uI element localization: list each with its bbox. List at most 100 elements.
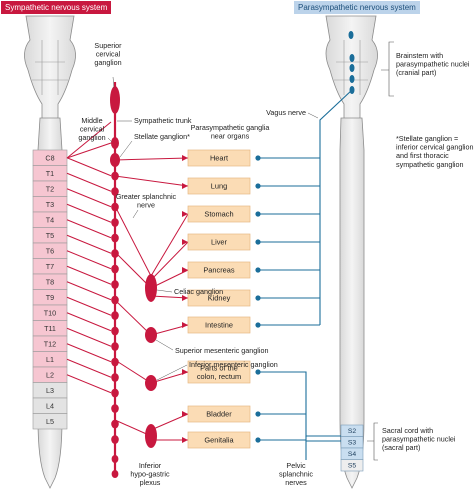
middle-cervical-ganglion-node (111, 137, 119, 149)
leader-line (132, 209, 139, 219)
leader-line (155, 339, 174, 351)
trunk-ganglion (111, 187, 119, 196)
sacral-segment-label: S5 (348, 463, 357, 470)
prevertebral-ganglia (145, 274, 157, 448)
para-ganglion-dot (255, 411, 261, 417)
sympathetic-fiber (114, 419, 152, 437)
sympathetic-fiber (66, 203, 112, 223)
stellate-note: *Stellate ganglion =inferior cervical ga… (396, 134, 474, 169)
sacral-segment-label: S2 (348, 428, 357, 435)
trunk-ganglion (111, 280, 119, 289)
cord-segment-label: T10 (44, 308, 56, 317)
sympathetic-fiber (66, 157, 112, 177)
cord-segment-label: L4 (46, 401, 54, 410)
para-ganglion-dot (255, 322, 261, 328)
para-ganglion-dot (255, 211, 261, 217)
sacral-segment (340, 459, 364, 472)
sympathetic-fiber (114, 251, 152, 289)
cord-segment-label: T9 (46, 293, 54, 302)
organ-label: Genitalia (204, 436, 234, 445)
para-ganglion-dot (255, 267, 261, 273)
sympathetic-fiber (150, 269, 189, 289)
sympathetic-fiber (66, 296, 112, 316)
organ-label: Stomach (204, 210, 233, 219)
cord-segment (32, 413, 68, 430)
organ-label: Liver (211, 238, 228, 247)
sympathetic-arrow (182, 239, 188, 245)
sympathetic-fiber (66, 281, 112, 301)
cord-segment-label: T5 (46, 231, 54, 240)
trunk-ganglion (111, 419, 119, 429)
sympathetic-fiber (66, 142, 112, 159)
cranial-nucleus (348, 31, 354, 39)
cord-segment-label: T12 (44, 339, 56, 348)
brainstem-bracket (381, 41, 394, 97)
trunk-ganglion (111, 326, 119, 336)
organ-label: Kidney (208, 294, 231, 303)
sympathetic-arrow (182, 211, 188, 217)
inferior-mesenteric-label: Inferior mesenteric ganglion (189, 360, 278, 369)
parasympathetic-fiber (319, 89, 353, 325)
sympathetic-trunk-label: Sympathetic trunk (134, 116, 192, 125)
organ-label: Bladder (206, 410, 232, 419)
sympathetic-fiber (114, 205, 189, 277)
leader-line (119, 140, 133, 158)
stellate-ganglion-label: Stellate ganglion* (134, 132, 190, 141)
sympathetic-fiber (66, 265, 112, 285)
sympathetic-fiber (66, 172, 112, 192)
sympathetic-fiber (150, 241, 189, 281)
sympathetic-fiber (150, 413, 189, 431)
sympathetic-fiber (66, 188, 112, 208)
sympathetic-fiber (150, 324, 189, 336)
sympathetic-fiber (66, 358, 112, 378)
right-brainstem-detail (334, 40, 368, 95)
sympathetic-fiber (66, 374, 112, 394)
organ-label: Lung (211, 182, 227, 191)
leader-line (156, 289, 173, 293)
sympathetic-arrow (182, 267, 188, 273)
para-ganglion-dot (255, 369, 261, 375)
para-ganglion-dot (255, 239, 261, 245)
sacral-segment-label: S3 (348, 440, 357, 447)
leader-line (307, 112, 319, 119)
sympathetic-fiber (150, 295, 189, 299)
trunk-ganglion (111, 218, 119, 227)
sympathetic-fiber (66, 327, 112, 347)
celiac-ganglion-label: Celiac ganglion (174, 287, 223, 296)
left-brainstem-shape (24, 15, 76, 122)
sympathetic-fiber (114, 299, 152, 336)
sympathetic-arrow (182, 183, 188, 189)
sympathetic-header: Sympathetic nervous system (1, 1, 112, 14)
cord-segment-label: L5 (46, 417, 54, 426)
sympathetic-fiber (66, 312, 112, 332)
organ-label: Heart (210, 154, 228, 163)
trunk-ganglion (111, 233, 119, 243)
cord-segment-label: L3 (46, 386, 54, 395)
cord-segment-label: T8 (46, 277, 54, 286)
sympathetic-fiber (66, 121, 112, 159)
sympathetic-arrow (182, 155, 188, 161)
para-ganglion-dot (255, 295, 261, 301)
leader-line (112, 76, 115, 89)
cord-segment-label: T1 (46, 169, 54, 178)
sympathetic-arrow (182, 437, 188, 443)
sympathetic-fiber (114, 359, 152, 384)
cord-segment-label: L2 (46, 370, 54, 379)
sacral-bracket (367, 422, 378, 461)
para-ganglion-dot (255, 183, 261, 189)
trunk-ganglion (111, 311, 119, 320)
trunk-ganglion (111, 357, 119, 367)
organ-label: Intestine (205, 321, 233, 330)
sympathetic-fiber (66, 219, 112, 239)
cranial-nucleus (349, 64, 355, 72)
leader-line (107, 137, 113, 143)
